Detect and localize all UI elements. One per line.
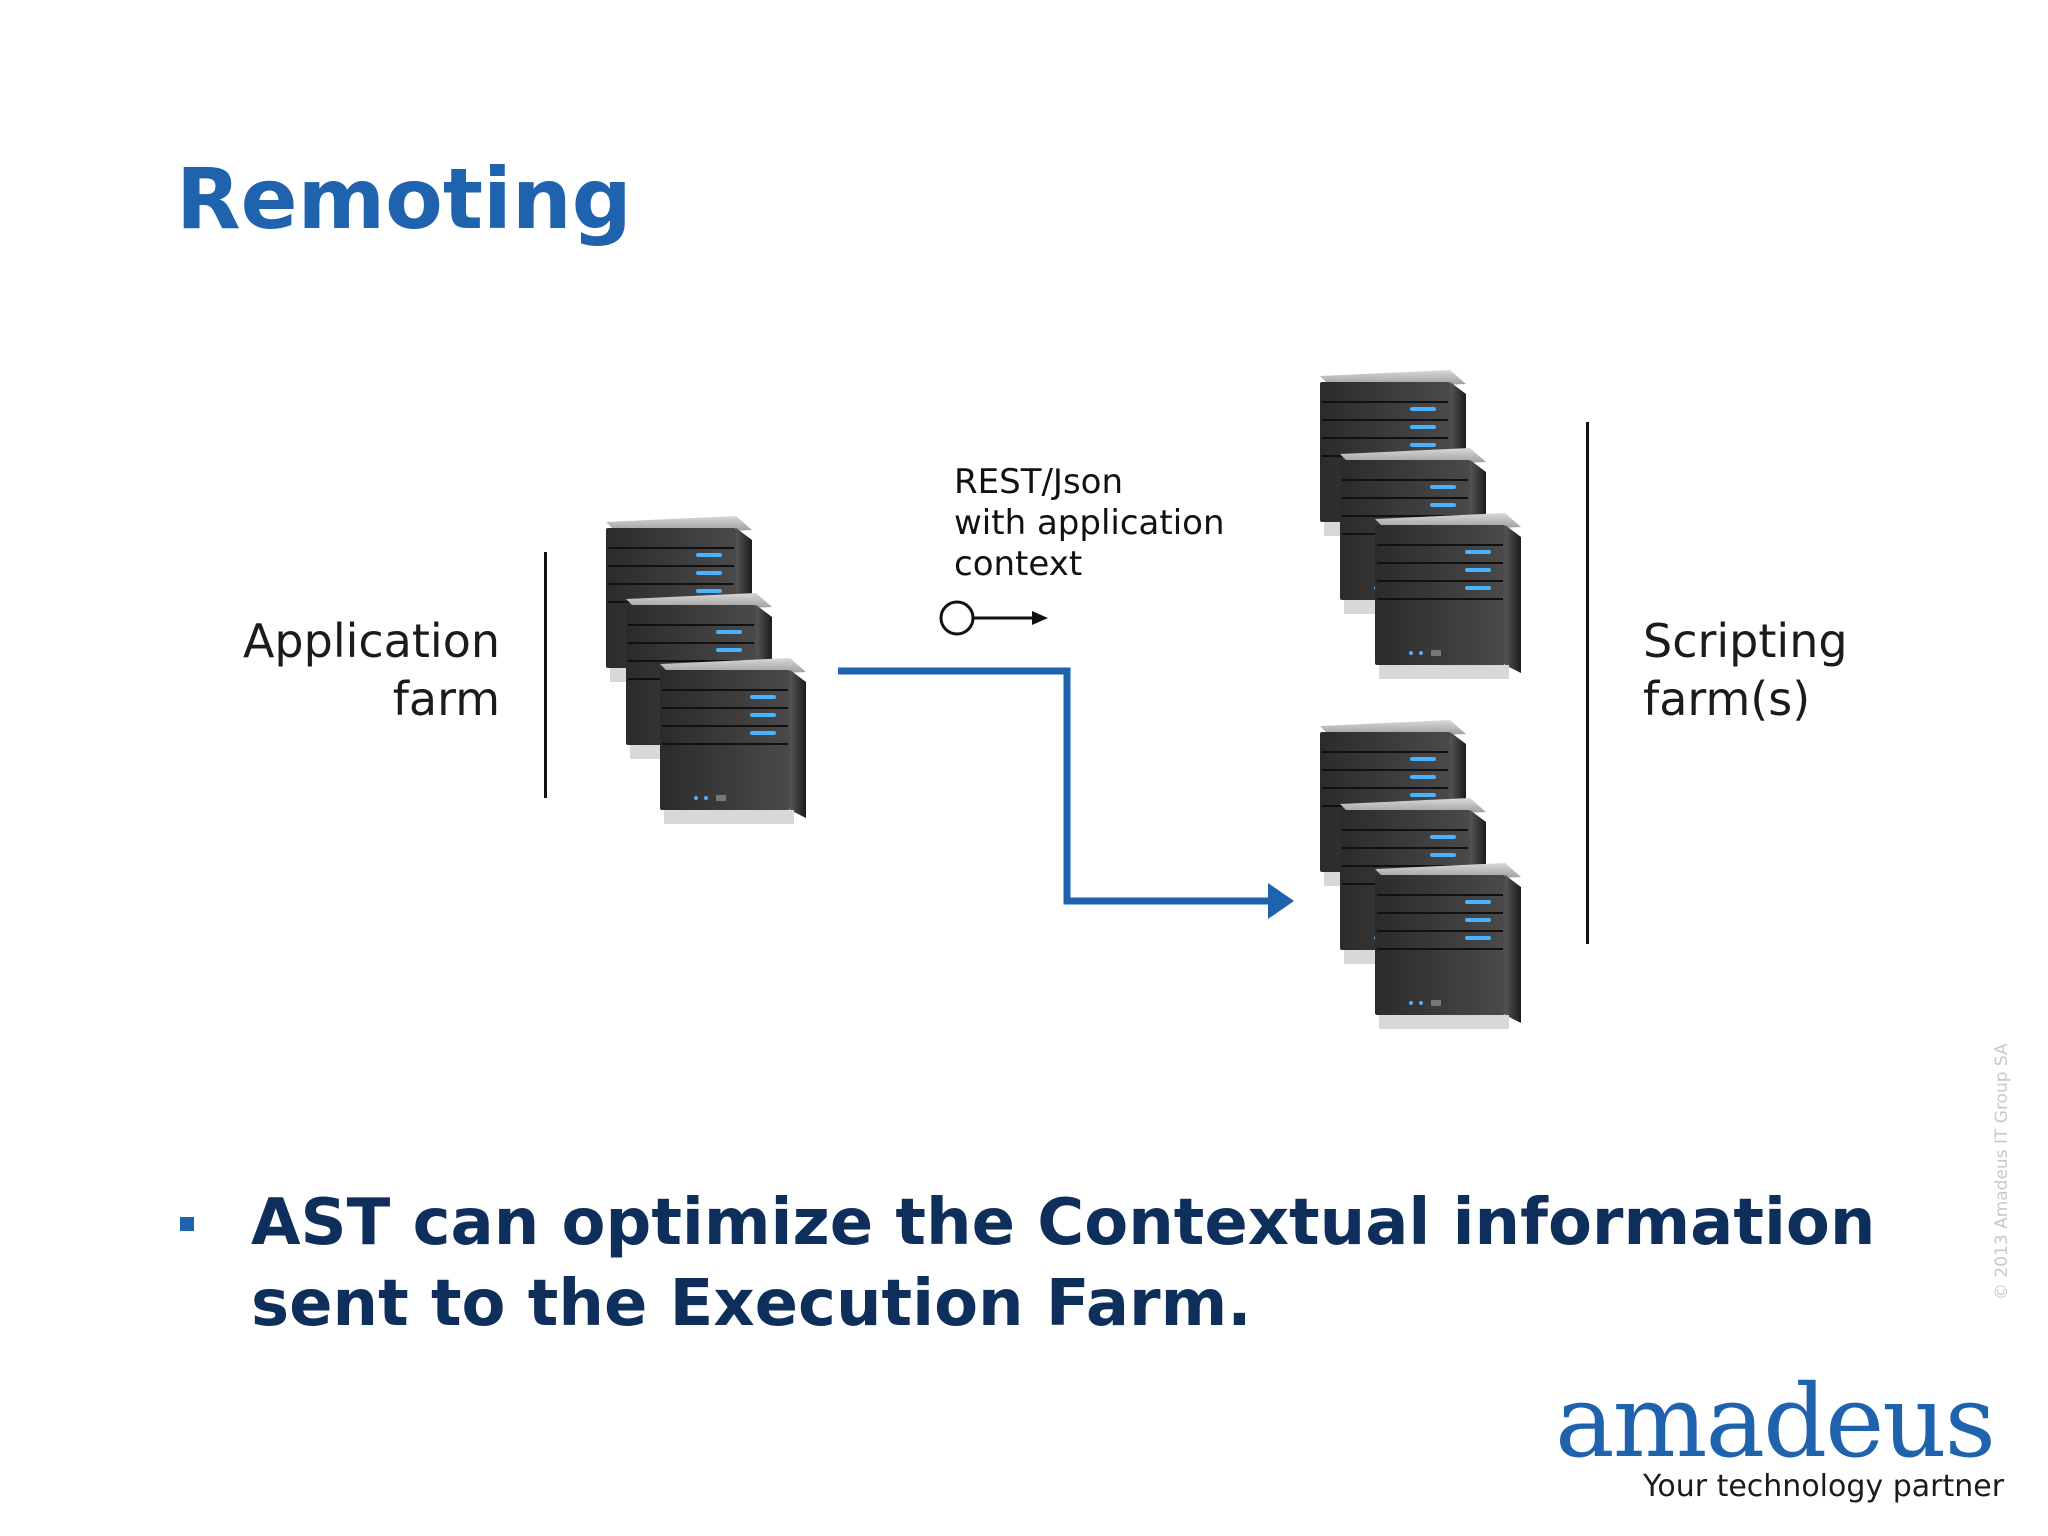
copyright-notice: © 2013 Amadeus IT Group SA [1992,1043,2012,1300]
server-icon [650,650,810,830]
slide-title: Remoting [176,150,632,248]
message-legend-icon [939,600,1048,636]
connection-label: REST/Json with application context [954,462,1225,584]
amadeus-logo: amadeus [1555,1363,1996,1480]
bullet-text: AST can optimize the Contextual informat… [251,1186,1876,1341]
remoting-connector-arrow [838,667,1294,919]
logo-tagline: Your technology partner [1643,1469,2005,1504]
application-farm-label: Application farm [242,614,500,726]
server-icon [1365,855,1525,1035]
scripting-farm-label: Scripting farm(s) [1643,614,1848,726]
application-farm-divider [544,552,547,798]
bullet-marker [180,1217,194,1231]
server-icon [1365,505,1525,685]
scripting-farm-divider [1586,422,1589,944]
